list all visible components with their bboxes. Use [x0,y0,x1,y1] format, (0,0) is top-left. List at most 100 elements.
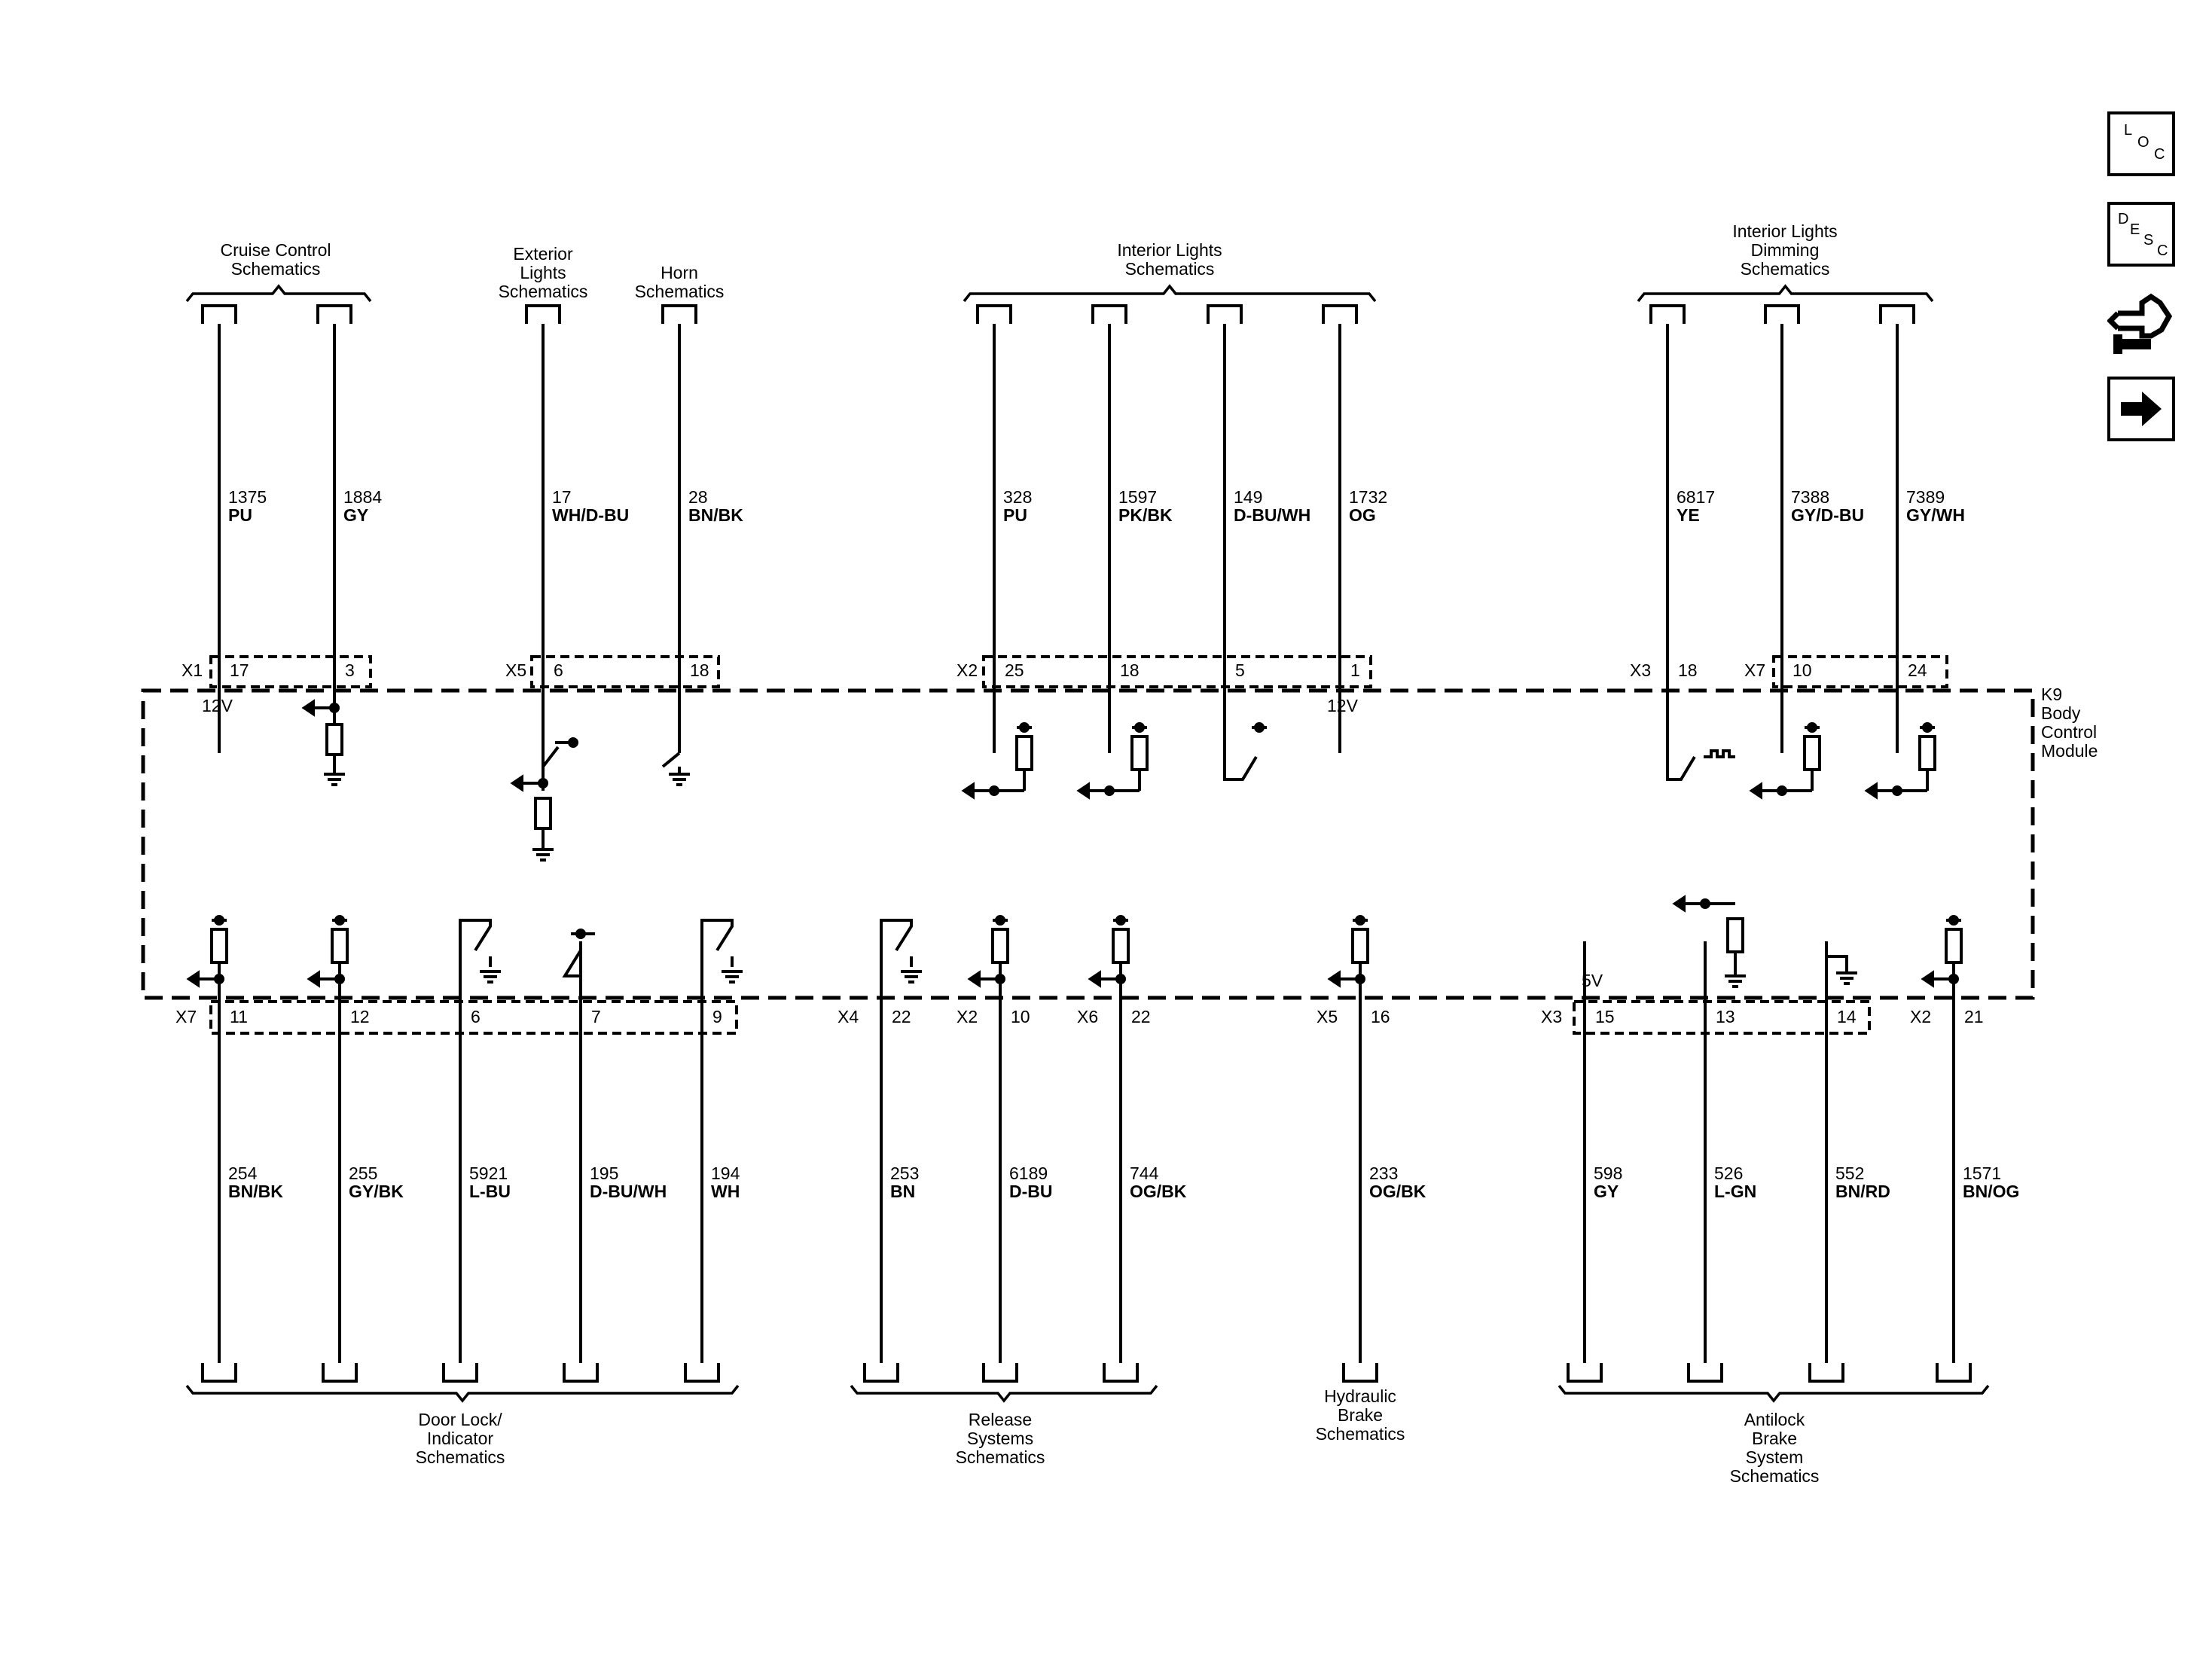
connector-housing [209,1000,738,1035]
arrow-head [307,970,320,988]
circuit-number: 28 [688,487,708,507]
pin-number: 13 [1716,1007,1735,1026]
connector-terminal [1207,304,1243,324]
module-name-line: Body [2041,703,2081,723]
desc-letter: S [2143,232,2154,249]
connector-terminal [1322,304,1358,324]
connector-id: X1 [182,660,203,680]
ground-symbol [669,773,690,786]
connector-terminal [525,304,561,324]
circuit-number: 254 [228,1163,258,1183]
connector-housing [1573,1000,1871,1035]
group-bracket [1558,1384,1990,1403]
resistor-symbol [1351,928,1369,964]
pin-number: 6 [471,1007,481,1026]
group-bracket [185,284,372,303]
group-title: Door Lock/ [418,1410,502,1429]
pin-number: 10 [1792,660,1812,680]
circuit-number: 1375 [228,487,267,507]
pin-number: 16 [1371,1007,1390,1026]
ground-symbol [722,970,743,984]
connector-terminal [684,1363,720,1383]
arrow-head [1749,782,1762,800]
pin-number: 12 [350,1007,370,1026]
group-title: Cruise Control [221,240,331,260]
ground-symbol [901,970,922,984]
ground-symbol [1836,971,1857,985]
pin-number: 6 [554,660,563,680]
circuit-number: 328 [1003,487,1032,507]
ground-path [1825,955,1848,1002]
location-view-button[interactable]: L O C [2107,111,2175,176]
arrow-head [961,782,975,800]
circuit-number: 526 [1714,1163,1743,1183]
resistor-symbol [1112,928,1130,964]
group-title: Exterior [513,244,573,264]
switch-symbol [700,919,734,952]
circuit-number: 7388 [1791,487,1829,507]
connector-terminal [1808,1363,1844,1383]
resistor-symbol [1803,735,1821,771]
pin-number: 15 [1595,1007,1615,1026]
wire-color: GY/WH [1906,505,1965,525]
loc-letter: C [2154,146,2165,163]
description-view-button[interactable]: D E S C [2107,202,2175,267]
pin-number: 11 [230,1007,248,1026]
next-page-button[interactable] [2107,377,2175,441]
connector-terminal [1936,1363,1972,1383]
group-bracket [185,1384,740,1403]
group-title: Brake [1338,1405,1383,1425]
connector-id: X2 [956,1007,978,1026]
group-title: Lights [520,263,566,282]
pin-number: 18 [1678,660,1698,680]
wire-color: GY [1594,1182,1619,1201]
circuit-number: 552 [1835,1163,1864,1183]
circuit-number: 194 [711,1163,740,1183]
circuit-number: 195 [590,1163,618,1183]
wire-color: BN [890,1182,915,1201]
junction-dot [995,974,1005,984]
connector-icon[interactable] [2107,286,2175,358]
connector-terminal [1567,1363,1603,1383]
junction-dot [1115,974,1126,984]
group-bracket [963,284,1377,303]
wire-color: GY/D-BU [1791,505,1864,525]
group-bracket [850,1384,1158,1403]
circuit-number: 1732 [1349,487,1387,507]
connector-terminal [316,304,352,324]
connector-id: X5 [505,660,526,680]
pin-number: 21 [1964,1007,1984,1026]
resistor-symbol [331,928,349,964]
group-title: Hydraulic [1324,1386,1396,1406]
circuit-number: 149 [1234,487,1262,507]
connector-id: X4 [838,1007,859,1026]
desc-letter: D [2118,211,2129,227]
connector-terminal [201,304,237,324]
wire-color: WH [711,1182,740,1201]
circuit-number: 1571 [1963,1163,2001,1183]
connector-id: X7 [175,1007,197,1026]
wire-color: BN/OG [1963,1182,2019,1201]
connector-terminal [1103,1363,1139,1383]
connector-terminal [322,1363,358,1383]
group-title: Systems [967,1429,1033,1448]
arrow-head [1921,970,1934,988]
circuit-number: 253 [890,1163,919,1183]
resistor-symbol [991,928,1009,964]
connector-terminal [1649,304,1686,324]
switch-symbol [459,919,492,952]
circuit-number: 7389 [1906,487,1945,507]
group-title: Interior Lights [1732,221,1837,241]
arrow-head [1076,782,1090,800]
wire-color: PU [228,505,252,525]
circuit-number: 17 [552,487,572,507]
wire-color: PU [1003,505,1027,525]
resistor-symbol [1015,735,1033,771]
circuit-number: 6189 [1009,1163,1048,1183]
ground-symbol [1725,974,1746,988]
group-title: Schematics [1730,1466,1820,1486]
junction-dot [334,974,345,984]
desc-letter: E [2130,221,2140,238]
group-title: Release [969,1410,1032,1429]
group-title: Brake [1752,1429,1797,1448]
